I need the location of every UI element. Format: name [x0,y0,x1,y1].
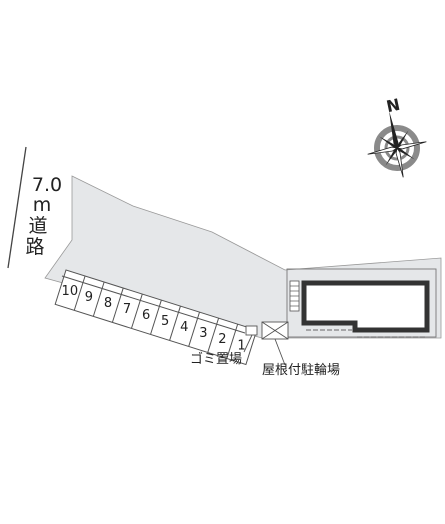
compass-rose [367,110,427,178]
parking-space-7: 7 [123,302,131,317]
building-footprint [301,280,430,333]
bicycle-parking [261,321,289,340]
parking-space-1: 1 [237,338,245,353]
road-width-label: 7.0 [32,174,62,196]
road-name-label-2: 路 [25,236,44,258]
parking-divider [73,275,86,311]
parking-space-3: 3 [199,326,207,341]
parking-space-6: 6 [142,308,150,323]
parking-space-9: 9 [85,290,93,305]
parking-divider [111,287,124,323]
parking-divider [150,299,162,335]
parking-space-5: 5 [161,314,169,329]
bicycle-leader [274,338,286,366]
parking-curb [61,275,246,334]
road-unit-label: m [33,194,52,216]
compass-north-label: N [385,95,402,116]
parking-space-4: 4 [180,320,188,335]
parking-space-8: 8 [104,296,112,311]
parking-divider [169,305,181,341]
garbage-label: ゴミ置場 [190,351,242,367]
garbage-area [245,325,258,336]
road-name-label-1: 道 [28,215,47,237]
parking-divider [92,281,105,317]
bicycle-label: 屋根付駐輪場 [262,362,340,378]
staircase [289,280,300,312]
parking-divider [130,293,143,329]
garbage-leader [243,334,253,353]
road-edge [7,146,27,269]
parking-space-2: 2 [218,332,226,347]
parking-space-10: 10 [62,284,79,299]
